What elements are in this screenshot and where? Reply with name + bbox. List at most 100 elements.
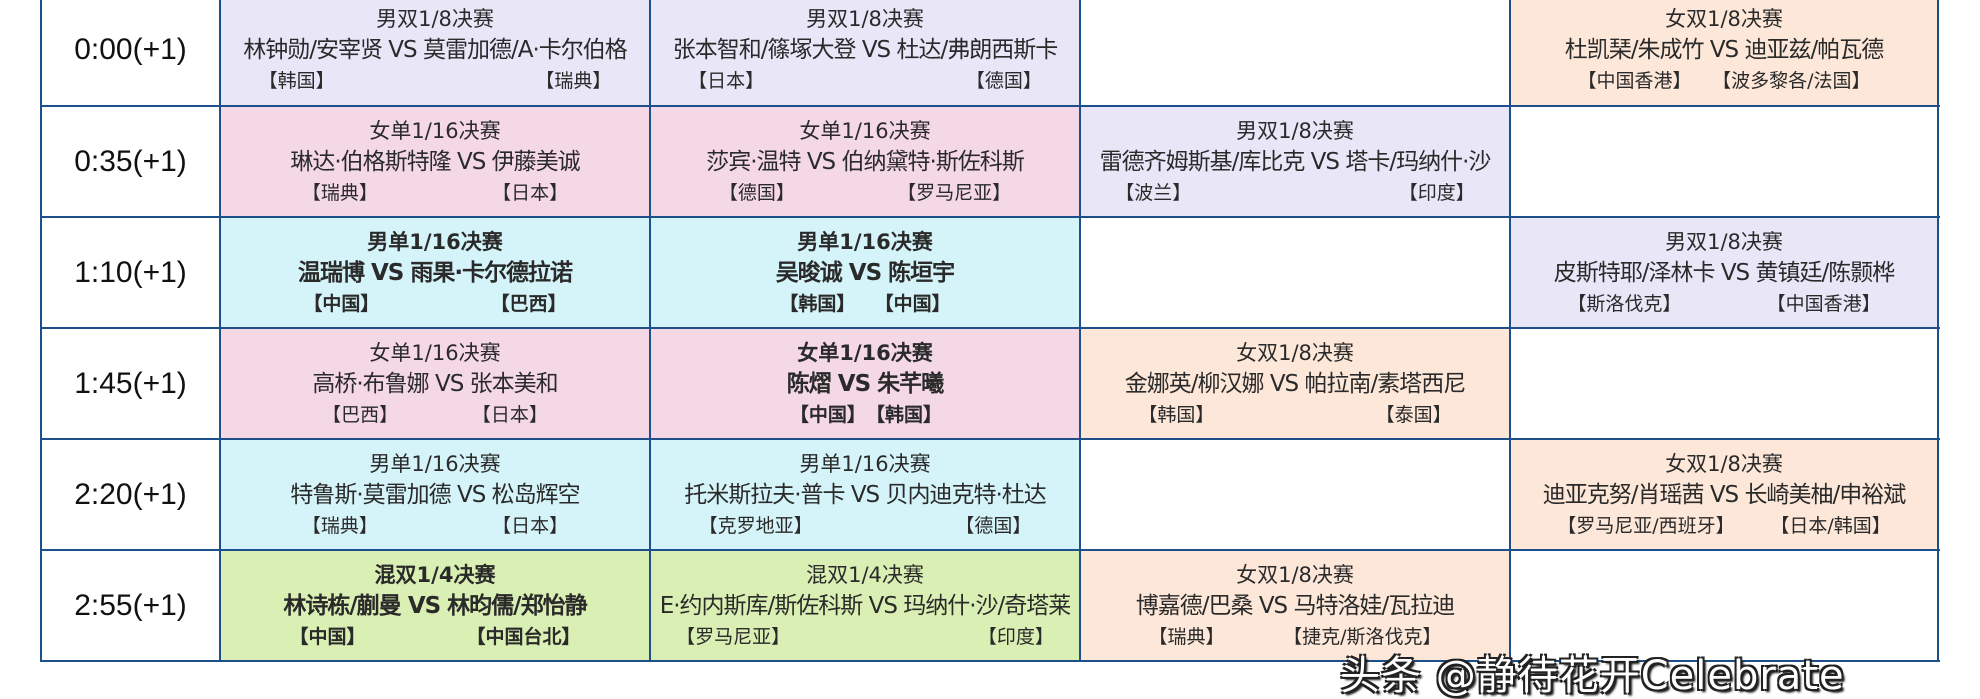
schedule-row: 2:55(+1) 混双1/4决赛 林诗栋/蒯曼 VS 林昀儒/郑怡静 【中国】 … (40, 551, 1940, 662)
match-round: 混双1/4决赛 (374, 562, 496, 587)
left-country: 【中国】 (303, 292, 380, 315)
time-label: 1:45(+1) (74, 366, 187, 400)
match-round: 男双1/8决赛 (806, 7, 924, 31)
match-players: 托米斯拉夫·普卡 VS 贝内迪克特·杜达 (684, 481, 1047, 508)
match-cell: 男单1/16决赛 特鲁斯·莫雷加德 VS 松岛辉空 【瑞典】 【日本】 (219, 440, 649, 549)
right-country: 【巴西】 (490, 292, 567, 315)
match-cell: 女单1/16决赛 琳达·伯格斯特隆 VS 伊藤美诚 【瑞典】 【日本】 (219, 107, 649, 216)
match-round: 女双1/8决赛 (1665, 451, 1783, 476)
match-round: 女单1/16决赛 (369, 118, 501, 143)
left-country: 【中国】 (789, 403, 866, 426)
match-cell: 男双1/8决赛 雷德齐姆斯基/库比克 VS 塔卡/玛纳什·沙 【波兰】 【印度】 (1079, 107, 1509, 216)
left-country: 【罗马尼亚】 (676, 625, 791, 648)
empty-cell (1509, 107, 1939, 216)
right-country: 【中国台北】 (466, 625, 581, 648)
match-cell: 女双1/8决赛 博嘉德/巴桑 VS 马特洛娃/瓦拉迪 【瑞典】 【捷克/斯洛伐克… (1079, 551, 1509, 660)
match-countries: 【韩国】 【瑞典】 (243, 66, 627, 96)
match-round: 男单1/16决赛 (797, 229, 933, 254)
match-cell: 男单1/16决赛 吴晙诚 VS 陈垣宇 【韩国】 【中国】 (649, 218, 1079, 327)
empty-cell (1079, 218, 1509, 327)
match-cell: 男双1/8决赛 皮斯特耶/泽林卡 VS 黄镇廷/陈颢桦 【斯洛伐克】 【中国香港… (1509, 218, 1939, 327)
match-countries: 【韩国】 【泰国】 (1125, 400, 1465, 430)
left-country: 【韩国】 (258, 70, 335, 92)
match-cell: 女双1/8决赛 迪亚克努/肖瑶茜 VS 长崎美柚/申裕斌 【罗马尼亚/西班牙】 … (1509, 440, 1939, 549)
left-country: 【韩国】 (779, 292, 856, 315)
left-country: 【韩国】 (1138, 403, 1215, 426)
schedule-row: 0:00(+1) 男双1/8决赛 林钟勋/安宰贤 VS 莫雷加德/A·卡尔伯格 … (40, 0, 1940, 107)
match-countries: 【中国香港】 【波多黎各/法国】 (1565, 66, 1883, 96)
left-country: 【克罗地亚】 (698, 514, 813, 537)
match-cell: 男单1/16决赛 托米斯拉夫·普卡 VS 贝内迪克特·杜达 【克罗地亚】 【德国… (649, 440, 1079, 549)
match-players: 高桥·布鲁娜 VS 张本美和 (312, 370, 558, 397)
match-round: 女双1/8决赛 (1665, 7, 1783, 31)
match-players: 张本智和/篠塚大登 VS 杜达/弗朗西斯卡 (672, 37, 1058, 63)
match-countries: 【韩国】 【中国】 (776, 289, 954, 319)
right-country: 【印度】 (1398, 181, 1475, 204)
match-countries: 【日本】 【德国】 (673, 66, 1057, 96)
left-country: 【罗马尼亚/西班牙】 (1557, 514, 1735, 537)
match-cell: 女单1/16决赛 陈熠 VS 朱芊曦 【中国】 【韩国】 (649, 329, 1079, 438)
right-country: 【中国】 (874, 292, 951, 315)
right-country: 【德国】 (955, 514, 1032, 537)
match-round: 男单1/16决赛 (369, 451, 501, 476)
match-cell: 女双1/8决赛 杜凯琹/朱成竹 VS 迪亚兹/帕瓦德 【中国香港】 【波多黎各/… (1509, 0, 1939, 105)
match-players: 雷德齐姆斯基/库比克 VS 塔卡/玛纳什·沙 (1099, 148, 1492, 175)
time-slot: 1:10(+1) (40, 218, 219, 327)
match-cell: 女单1/16决赛 高桥·布鲁娜 VS 张本美和 【巴西】 【日本】 (219, 329, 649, 438)
watermark: 头条 @静待花开Celebrate (1340, 653, 1845, 699)
match-countries: 【克罗地亚】 【德国】 (684, 511, 1046, 541)
match-round: 男双1/8决赛 (1236, 118, 1354, 143)
right-country: 【泰国】 (1375, 403, 1452, 426)
match-round: 女单1/16决赛 (797, 340, 933, 365)
right-country: 【日本】 (492, 181, 569, 204)
match-round: 女单1/16决赛 (799, 118, 931, 143)
match-countries: 【罗马尼亚/西班牙】 【日本/韩国】 (1543, 511, 1905, 541)
left-country: 【瑞典】 (301, 514, 378, 537)
match-round: 混双1/4决赛 (806, 562, 924, 587)
match-cell: 女单1/16决赛 莎宾·温特 VS 伯纳黛特·斯佐科斯 【德国】 【罗马尼亚】 (649, 107, 1079, 216)
match-round: 男单1/16决赛 (799, 451, 931, 476)
match-round: 女双1/8决赛 (1236, 562, 1354, 587)
left-country: 【波兰】 (1115, 181, 1192, 204)
right-country: 【德国】 (965, 70, 1042, 92)
match-players: 迪亚克努/肖瑶茜 VS 长崎美柚/申裕斌 (1542, 481, 1906, 508)
right-country: 【中国香港】 (1766, 292, 1881, 315)
match-players: 温瑞博 VS 雨果·卡尔德拉诺 (297, 259, 573, 286)
match-players: 皮斯特耶/泽林卡 VS 黄镇廷/陈颢桦 (1553, 259, 1895, 286)
match-players: 琳达·伯格斯特隆 VS 伊藤美诚 (290, 148, 580, 175)
left-country: 【日本】 (688, 70, 765, 92)
match-cell: 女双1/8决赛 金娜英/柳汉娜 VS 帕拉南/素塔西尼 【韩国】 【泰国】 (1079, 329, 1509, 438)
match-cell: 混双1/4决赛 林诗栋/蒯曼 VS 林昀儒/郑怡静 【中国】 【中国台北】 (219, 551, 649, 660)
match-countries: 【中国】 【巴西】 (298, 289, 572, 319)
match-players: 林钟勋/安宰贤 VS 莫雷加德/A·卡尔伯格 (243, 37, 627, 63)
match-players: 金娜英/柳汉娜 VS 帕拉南/素塔西尼 (1124, 370, 1466, 397)
match-cell: 男单1/16决赛 温瑞博 VS 雨果·卡尔德拉诺 【中国】 【巴西】 (219, 218, 649, 327)
match-players: 吴晙诚 VS 陈垣宇 (775, 259, 955, 286)
match-players: 林诗栋/蒯曼 VS 林昀儒/郑怡静 (283, 592, 587, 619)
match-countries: 【瑞典】 【捷克/斯洛伐克】 (1136, 622, 1454, 652)
time-slot: 2:20(+1) (40, 440, 219, 549)
right-country: 【瑞典】 (535, 70, 612, 92)
match-round: 女单1/16决赛 (369, 340, 501, 365)
match-countries: 【波兰】 【印度】 (1100, 178, 1491, 208)
time-slot: 0:35(+1) (40, 107, 219, 216)
match-countries: 【中国】 【韩国】 (787, 400, 943, 430)
match-round: 男单1/16决赛 (367, 229, 503, 254)
schedule-row: 1:10(+1) 男单1/16决赛 温瑞博 VS 雨果·卡尔德拉诺 【中国】 【… (40, 218, 1940, 329)
match-round: 女双1/8决赛 (1236, 340, 1354, 365)
right-country: 【捷克/斯洛伐克】 (1283, 625, 1442, 648)
left-country: 【中国】 (289, 625, 366, 648)
right-country: 【韩国】 (865, 403, 942, 426)
match-round: 男双1/8决赛 (1665, 229, 1783, 254)
empty-cell (1079, 0, 1509, 105)
match-countries: 【巴西】 【日本】 (312, 400, 557, 430)
time-slot: 2:55(+1) (40, 551, 219, 660)
match-countries: 【罗马尼亚】 【印度】 (660, 622, 1071, 652)
time-label: 0:35(+1) (74, 144, 187, 178)
empty-cell (1509, 329, 1939, 438)
match-countries: 【瑞典】 【日本】 (290, 511, 579, 541)
left-country: 【瑞典】 (301, 181, 378, 204)
time-label: 2:55(+1) (74, 588, 187, 622)
time-slot: 1:45(+1) (40, 329, 219, 438)
empty-cell (1079, 440, 1509, 549)
